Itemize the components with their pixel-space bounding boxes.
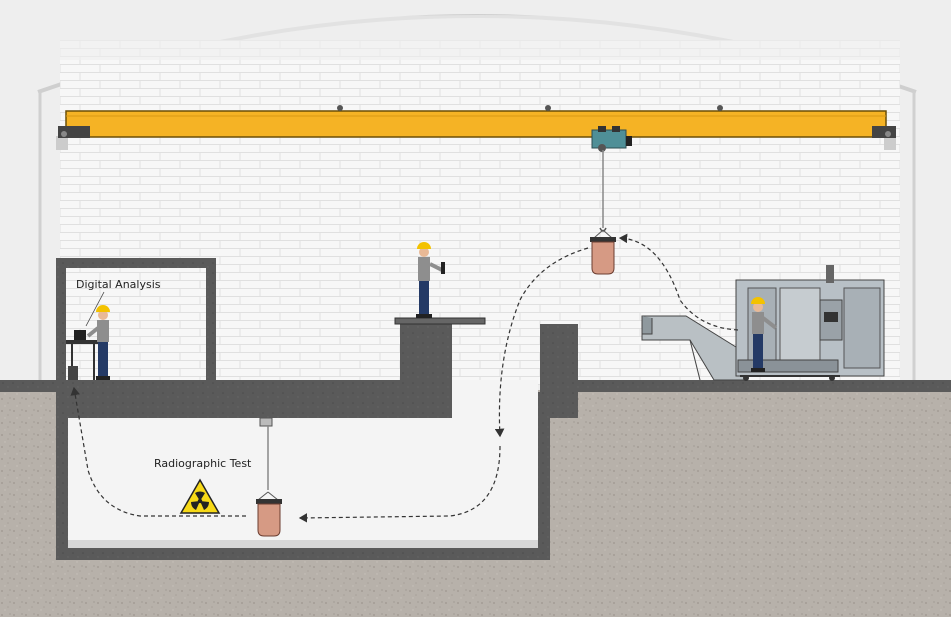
- label-digital-analysis: Digital Analysis: [76, 278, 161, 291]
- label-radiographic-test: Radiographic Test: [154, 457, 252, 470]
- crane-girder: [65, 110, 887, 138]
- worker-crane-operator: [416, 242, 445, 318]
- ingot-on-crane: [590, 237, 616, 275]
- pit-floor-strip: [68, 540, 538, 548]
- rail-support-right: [884, 136, 896, 150]
- rail-support-left: [56, 136, 68, 150]
- flow-arrow-machine-to-crane: [618, 233, 739, 331]
- digital-analysis-pointer: [85, 291, 105, 327]
- pit-interior: [68, 418, 538, 548]
- crane-hoist-trolley: [591, 126, 632, 152]
- worker-machine-operator: [751, 297, 778, 372]
- floor-slab-right: [578, 380, 951, 392]
- flow-arrow-crane-to-pit: [494, 247, 589, 438]
- remote-control-icon: [441, 262, 445, 274]
- flow-arrow-pit-to-ingot: [298, 445, 501, 523]
- building-walls: [38, 92, 916, 385]
- ingot-in-pit: [256, 499, 282, 537]
- analysis-workstation: [66, 330, 98, 380]
- operator-pedestal: [400, 322, 452, 418]
- crane-end-truck-right: [872, 126, 896, 138]
- radiation-warning-icon: [179, 478, 221, 514]
- pit-wall-right: [540, 324, 578, 418]
- overhead-crane: [58, 105, 896, 239]
- flow-arrow-pit-to-analysis: [70, 386, 246, 517]
- chip-conveyor: [641, 315, 745, 381]
- digital-analysis-room: [56, 258, 216, 382]
- radiography-pit: [56, 317, 578, 560]
- pit-hoist: [257, 417, 279, 501]
- operator-platform: [394, 317, 486, 325]
- laptop-icon: [74, 330, 86, 340]
- process-flow-arrows: [70, 233, 739, 523]
- worker-analyst: [86, 305, 110, 380]
- floor-slab-left: [0, 380, 452, 392]
